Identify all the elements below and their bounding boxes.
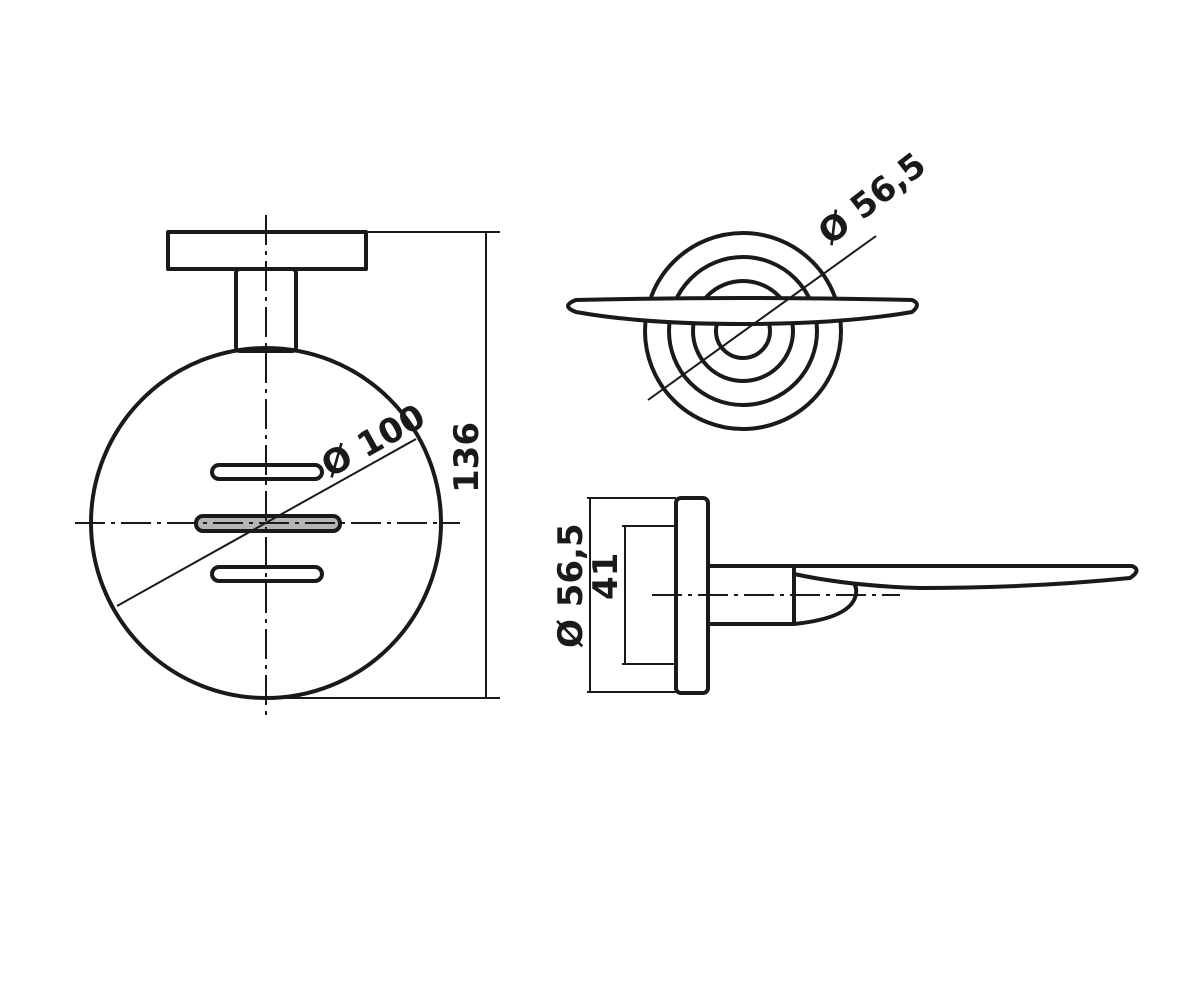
front-diameter-label: Ø 100	[315, 397, 432, 486]
top-diameter-label: Ø 56,5	[811, 145, 934, 253]
top-dish-profile	[566, 296, 919, 326]
top-middle-ring	[667, 255, 819, 407]
side-outer-diameter-label: Ø 56,5	[551, 523, 591, 648]
top-diameter-leader	[647, 235, 877, 401]
side-view: Ø 56,5 41	[551, 496, 1139, 695]
front-diameter-leader	[116, 438, 417, 607]
top-view: Ø 56,5	[566, 145, 934, 431]
side-inner-dimension-label: 41	[586, 553, 626, 600]
front-view: Ø 100 136	[75, 215, 500, 715]
top-inner-ring	[691, 279, 795, 383]
side-dish-profile	[792, 564, 1139, 590]
top-outer-ring	[643, 231, 843, 431]
height-dimension-label: 136	[447, 422, 487, 493]
